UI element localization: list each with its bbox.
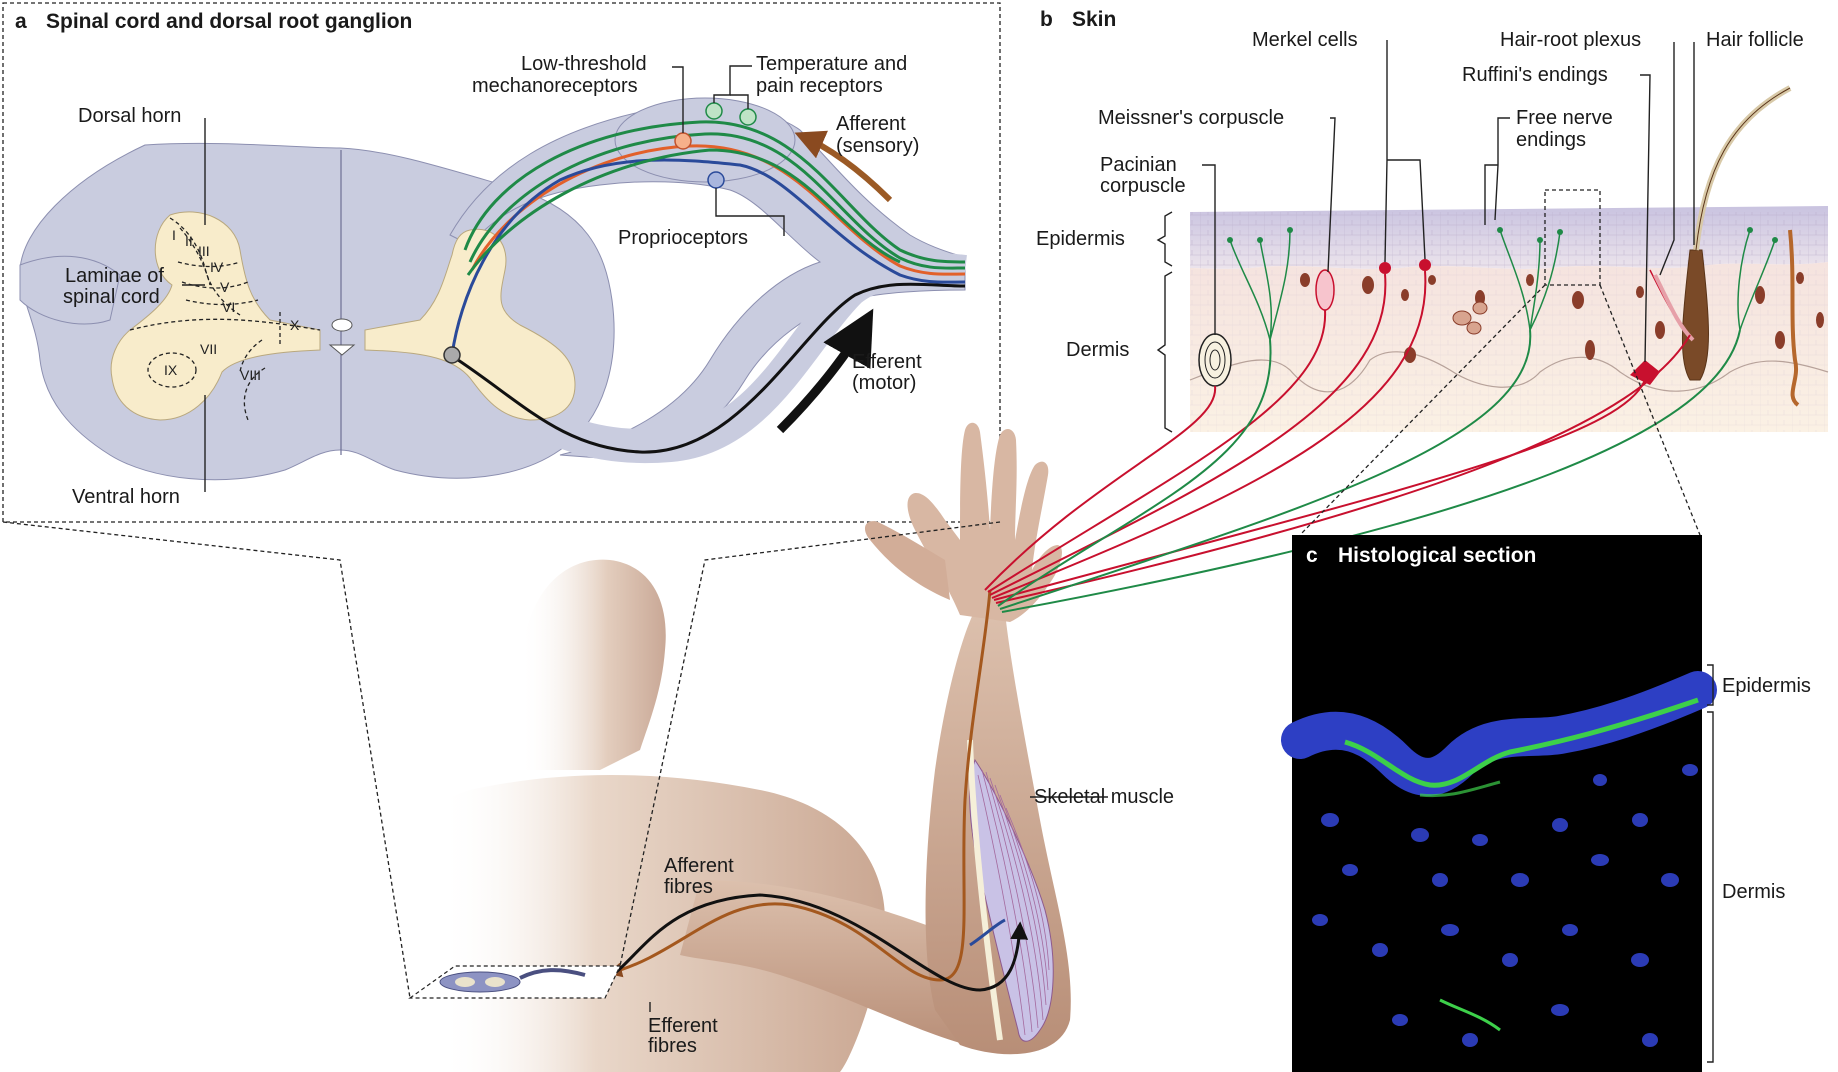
lamina-viii: VIII — [240, 367, 261, 383]
panel-b-letter: b — [1040, 8, 1053, 31]
label-laminae-2: spinal cord — [63, 286, 160, 308]
temperature-soma-1 — [706, 103, 722, 119]
label-low-threshold-1: Low-threshold — [521, 53, 647, 75]
label-pacinian-1: Pacinian — [1100, 154, 1177, 176]
lamina-x: X — [290, 317, 300, 333]
label-low-threshold-2: mechanoreceptors — [472, 75, 638, 97]
panel-a-title: Spinal cord and dorsal root ganglion — [46, 10, 412, 33]
lamina-ix: IX — [164, 362, 178, 378]
label-proprioceptors: Proprioceptors — [618, 227, 748, 249]
lamina-i: I — [172, 227, 176, 243]
label-meissner: Meissner's corpuscle — [1098, 107, 1284, 129]
label-temperature-2: pain receptors — [756, 75, 883, 97]
panel-c-title: Histological section — [1338, 544, 1536, 567]
head — [520, 560, 666, 770]
label-temperature-1: Temperature and — [756, 53, 907, 75]
brace-dermis — [1158, 272, 1172, 432]
label-efferent-fibres-1: Efferent — [648, 1015, 718, 1037]
label-hair-follicle: Hair follicle — [1706, 29, 1804, 51]
mechanoreceptor-soma — [675, 133, 691, 149]
histology-image — [1292, 535, 1702, 1072]
label-free-nerve-1: Free nerve — [1516, 107, 1613, 129]
label-dermis-c: Dermis — [1722, 881, 1785, 903]
label-epidermis-c: Epidermis — [1722, 675, 1811, 697]
label-afferent-2: (sensory) — [836, 135, 919, 157]
label-dermis-b: Dermis — [1066, 339, 1129, 361]
label-epidermis-b: Epidermis — [1036, 228, 1125, 250]
lamina-iii: III — [198, 243, 210, 259]
lamina-vii: VII — [200, 341, 217, 357]
label-efferent-2: (motor) — [852, 372, 916, 394]
motor-neuron-soma — [444, 347, 460, 363]
panel-a-letter: a — [15, 10, 27, 33]
panel-c-letter: c — [1306, 544, 1318, 567]
proprioceptor-soma — [708, 172, 724, 188]
epidermis-cells — [1190, 212, 1828, 268]
panel-a: I II III IV V VI VII VIII IX X — [3, 3, 1000, 522]
hand — [908, 423, 1062, 622]
merkel-cell-1 — [1379, 262, 1391, 274]
label-dorsal-horn: Dorsal horn — [78, 105, 181, 127]
label-afferent-1: Afferent — [836, 113, 906, 135]
label-laminae-1: Laminae of — [65, 265, 164, 287]
label-free-nerve-2: endings — [1516, 129, 1586, 151]
dorsal-root-ganglion — [615, 98, 795, 182]
meissner-corpuscle — [1316, 270, 1334, 310]
human-figure: Skeletal muscle Afferent fibres Efferent… — [3, 423, 1174, 1072]
panel-c: c Histological section Epidermis Dermis — [1292, 535, 1811, 1072]
lamina-iv: IV — [210, 259, 224, 275]
panel-b: b Skin — [985, 8, 1828, 612]
label-afferent-fibres-2: fibres — [664, 876, 713, 898]
merkel-cell-2 — [1419, 259, 1431, 271]
temperature-soma-2 — [740, 109, 756, 125]
zoom-line-left — [3, 522, 410, 998]
label-skeletal-muscle: Skeletal muscle — [1034, 786, 1174, 808]
label-pacinian-2: corpuscle — [1100, 175, 1186, 197]
panel-b-title: Skin — [1072, 8, 1116, 31]
label-ventral-horn: Ventral horn — [72, 486, 180, 508]
label-afferent-fibres-1: Afferent — [664, 855, 734, 877]
lamina-ii: II — [185, 233, 193, 249]
label-merkel-cells: Merkel cells — [1252, 29, 1358, 51]
bracket-dermis-c — [1707, 712, 1713, 1062]
label-efferent-fibres-2: fibres — [648, 1035, 697, 1057]
label-ruffini: Ruffini's endings — [1462, 64, 1608, 86]
label-hair-root-plexus: Hair-root plexus — [1500, 29, 1641, 51]
central-canal — [332, 319, 352, 331]
brace-epidermis — [1158, 212, 1172, 266]
label-efferent-1: Efferent — [852, 351, 922, 373]
lamina-v: V — [220, 279, 230, 295]
lamina-vi: VI — [222, 299, 235, 315]
